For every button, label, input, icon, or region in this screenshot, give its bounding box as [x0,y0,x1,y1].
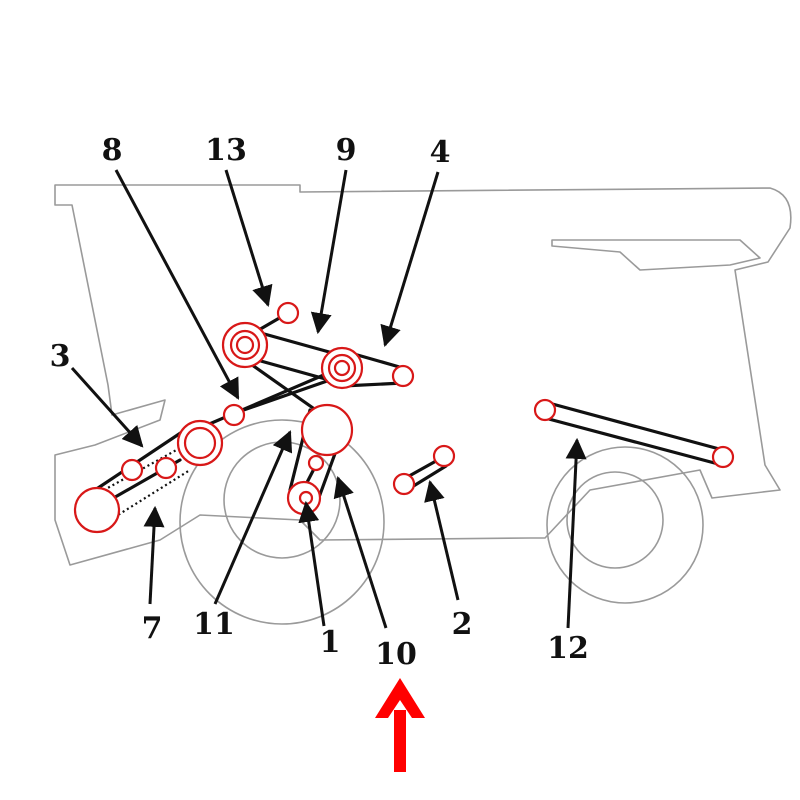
pulley-4 [391,364,415,388]
belt-long-b [233,378,332,415]
label-10: 10 [375,637,417,672]
label-1: 1 [320,625,341,660]
arrow-8 [114,169,240,400]
label-13: 13 [205,133,247,168]
pulley-7 [154,456,178,480]
label-9: 9 [336,133,357,168]
arrow-3 [70,366,144,448]
highlight-arrow-icon [375,678,425,772]
belt-7b [94,447,181,496]
label-7: 7 [142,611,163,646]
callout-labels: 8 13 9 4 3 7 11 1 10 2 12 [50,133,589,672]
arrow-9 [310,169,348,335]
belt-12b [543,416,724,467]
label-12: 12 [547,631,589,666]
pulley-12-left [533,398,557,422]
arrow-11 [213,430,293,605]
pulley-9-inner [333,359,351,377]
pulley-11-large [300,403,354,457]
arrow-10 [333,475,388,629]
pulley-3-small [120,458,144,482]
arrow-13 [224,169,273,308]
pulley-3-inner [183,426,217,460]
pulley-8 [222,403,246,427]
leader-arrows [70,169,587,629]
arrow-2 [424,479,460,601]
label-8: 8 [102,133,123,168]
arrow-7 [143,505,165,605]
arrow-12 [565,437,587,629]
label-3: 3 [50,339,71,374]
belt-7 [109,469,191,521]
pulley-1-inner [298,490,314,506]
pulley-2-high [432,444,456,468]
arrow-4 [380,171,440,348]
pulley-13-small [276,301,300,325]
pulley-10 [307,454,325,472]
pulley-13-inner [235,335,255,355]
pulley-12-right [711,445,735,469]
pulleys [73,301,735,534]
belt-3a [93,428,187,492]
label-11: 11 [193,607,235,642]
combine-outline [54,184,792,625]
arrow-1 [298,500,326,627]
belt-12a [543,400,725,452]
pulley-feeder [73,486,121,534]
label-2: 2 [452,607,473,642]
pulley-2-low [392,472,416,496]
label-4: 4 [430,135,451,170]
